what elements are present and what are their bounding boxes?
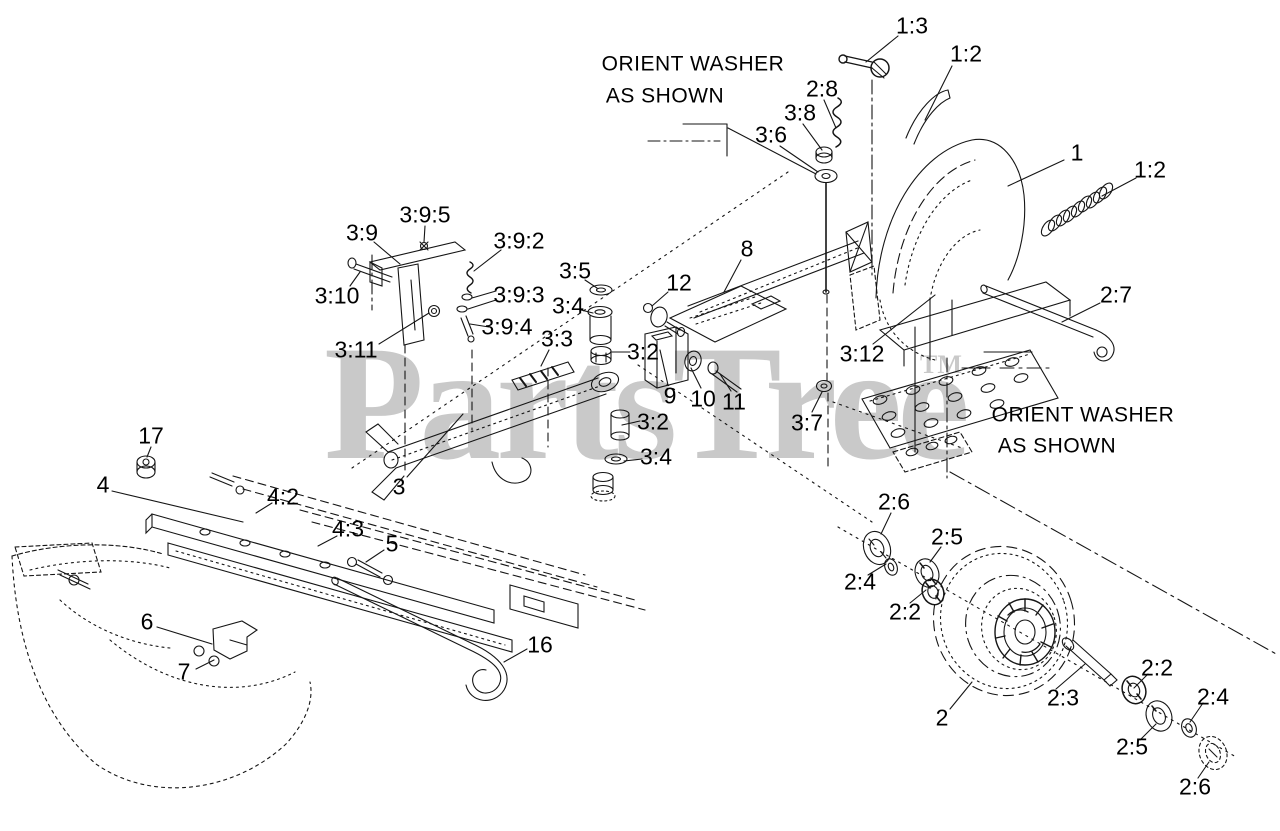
part-callout-1-2: 1:2	[1134, 156, 1166, 183]
part-callout-1-3: 1:3	[896, 12, 928, 39]
part-callout-4-3: 4:3	[332, 515, 364, 542]
part-callout-1-2: 1:2	[950, 40, 982, 67]
part-callout-3-8: 3:8	[784, 99, 816, 126]
part-callout-6: 6	[140, 608, 154, 635]
part-callout-2-2: 2:2	[889, 598, 921, 625]
leader-lines	[112, 36, 1209, 778]
handle-rod-16	[331, 576, 507, 700]
watermark-tm-symbol: TM	[920, 350, 962, 379]
part-callout-3-2: 3:2	[627, 338, 659, 365]
part-callout-1: 1	[1070, 139, 1084, 166]
note-pointer-bracket	[648, 124, 816, 174]
rod-2-7	[980, 284, 1114, 361]
part-callout-9: 9	[663, 382, 677, 409]
part-callout-2-6: 2:6	[1179, 773, 1211, 800]
watermark-text: PartsTree	[324, 313, 970, 494]
part-callout-2-5: 2:5	[931, 523, 963, 550]
part-callout-3-10: 3:10	[314, 282, 360, 309]
part-callout-3-4: 3:4	[552, 292, 584, 319]
latch-1-3	[839, 55, 889, 78]
part-callout-3-7: 3:7	[791, 409, 823, 436]
part-callout-16: 16	[527, 631, 553, 658]
part-callout-5: 5	[385, 530, 399, 557]
bracket-3-9	[348, 242, 474, 345]
part-callout-11: 11	[722, 388, 746, 415]
orient-washer-note-1-line-1: ORIENT WASHER	[601, 52, 785, 76]
frame-rails	[137, 456, 645, 666]
fender-assembly-1	[846, 139, 1070, 472]
part-callout-4-2: 4:2	[267, 483, 299, 510]
part-callout-10: 10	[690, 385, 716, 412]
part-callout-7: 7	[177, 658, 191, 685]
part-callout-2-8: 2:8	[806, 75, 838, 102]
part-callout-3-3: 3:3	[541, 325, 573, 352]
centerlines	[352, 80, 1278, 757]
part-callout-3-11: 3:11	[334, 336, 378, 363]
part-callout-3-9-2: 3:9:2	[493, 227, 545, 254]
wheel-assembly-2	[859, 527, 1232, 773]
part-callout-2-4: 2:4	[844, 568, 876, 595]
pivot-block	[644, 304, 742, 393]
part-callout-3-9-5: 3:9:5	[399, 201, 451, 228]
part-callout-2-2: 2:2	[1141, 654, 1173, 681]
hardware-stack	[588, 285, 629, 501]
part-callout-2-5: 2:5	[1116, 733, 1148, 760]
orient-washer-note-2-line-2: AS SHOWN	[997, 434, 1117, 458]
deck-shell	[12, 543, 311, 788]
part-callout-3-9-4: 3:9:4	[481, 313, 533, 340]
part-callout-8: 8	[740, 235, 754, 262]
part-callout-3-4: 3:4	[640, 443, 672, 470]
bolt-assembly	[815, 98, 841, 392]
part-callout-3-12: 3:12	[839, 340, 885, 367]
part-callout-3-9: 3:9	[346, 219, 378, 246]
spring-1-2	[906, 90, 1115, 238]
part-callout-17: 17	[138, 422, 164, 449]
part-callout-2-6: 2:6	[878, 488, 910, 515]
caster-arm-3	[366, 362, 621, 500]
part-callout-2-3: 2:3	[1047, 684, 1079, 711]
brace-8	[670, 241, 864, 342]
part-callout-3-6: 3:6	[755, 121, 787, 148]
part-callout-2: 2	[935, 704, 949, 731]
orient-washer-note-2-line-1: ORIENT WASHER	[991, 403, 1175, 427]
part-callout-12: 12	[666, 269, 692, 296]
part-callout-2-7: 2:7	[1100, 281, 1132, 308]
part-callout-3-2: 3:2	[637, 408, 669, 435]
part-callout-3-5: 3:5	[559, 257, 591, 284]
part-callout-2-4: 2:4	[1197, 683, 1229, 710]
part-callout-3-9-3: 3:9:3	[493, 281, 545, 308]
part-callout-4: 4	[96, 471, 110, 498]
part-callout-3: 3	[392, 473, 406, 500]
orient-washer-note-1-line-2: AS SHOWN	[605, 84, 725, 108]
